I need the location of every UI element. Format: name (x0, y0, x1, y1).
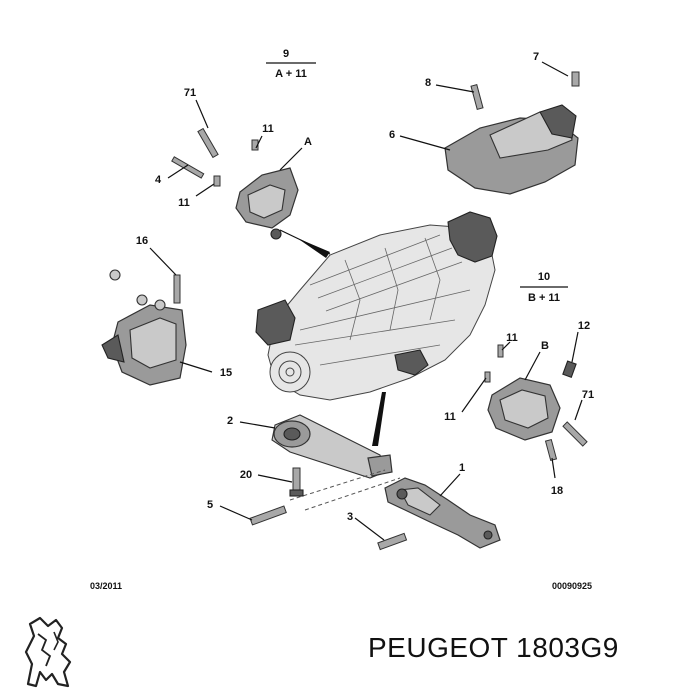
callout-20: 20 (240, 469, 252, 481)
torque-rod-2 (271, 414, 393, 479)
callout-9-sub: A + 11 (275, 68, 307, 80)
bolt-5 (249, 505, 287, 526)
callout-labels: 9 A + 11 71 11 A 4 11 7 8 6 16 15 10 B +… (136, 48, 594, 523)
callout-A: A (304, 136, 312, 148)
footer-date: 03/2011 (90, 581, 122, 591)
callout-2: 2 (227, 415, 233, 427)
callout-9: 9 (283, 48, 289, 60)
mount-b (484, 344, 588, 462)
callout-16: 16 (136, 235, 148, 247)
bolts-mount-a (171, 127, 259, 187)
arrow-a-pointer (297, 238, 330, 258)
callout-18: 18 (551, 485, 563, 497)
callout-5: 5 (207, 499, 213, 511)
callout-7: 7 (533, 51, 539, 63)
callout-71-top: 71 (184, 87, 196, 99)
peugeot-lion-logo (24, 616, 72, 688)
mount-a (235, 167, 299, 240)
leader-lines (149, 61, 583, 541)
mount-6 (444, 71, 580, 195)
callout-8: 8 (425, 77, 431, 89)
callout-12: 12 (578, 320, 590, 332)
bolt-20 (289, 467, 304, 497)
callout-11-d: 11 (444, 411, 456, 423)
callout-11-b: 11 (178, 197, 190, 209)
bracket-1 (384, 477, 501, 549)
bolt-3 (377, 532, 408, 551)
callout-6: 6 (389, 129, 395, 141)
mount-15 (101, 269, 187, 386)
callout-1: 1 (459, 462, 465, 474)
footer-reference: 00090925 (552, 581, 592, 591)
callout-15: 15 (220, 367, 232, 379)
arrow-b-pointer (372, 392, 386, 446)
callout-11-a: 11 (262, 123, 274, 135)
callout-71-right: 71 (582, 389, 594, 401)
callout-10-sub: B + 11 (528, 292, 560, 304)
brand-part-number: PEUGEOT 1803G9 (368, 632, 619, 663)
callout-11-c: 11 (506, 332, 518, 344)
engine-assembly (255, 211, 498, 401)
callout-4: 4 (155, 174, 162, 186)
callout-10: 10 (538, 271, 550, 283)
callout-3: 3 (347, 511, 353, 523)
callout-B: B (541, 340, 549, 352)
